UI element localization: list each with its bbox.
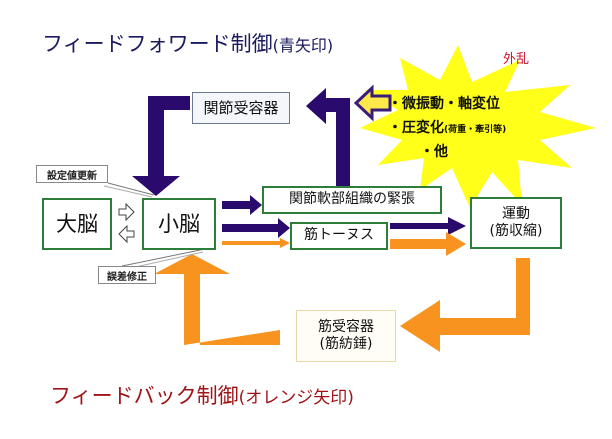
- callout-line-setpoint-shadow: [103, 185, 153, 198]
- callout-line-setpoint: [107, 182, 155, 196]
- feedforward-title: フィードフォワード制御(青矢印): [42, 28, 333, 58]
- disturbance-item-2-main: ・圧変化: [388, 120, 444, 136]
- callout-line-error: [121, 248, 206, 267]
- feedback-title-sub: (オレンジ矢印): [238, 388, 354, 408]
- setpoint-update-callout: 設定値更新: [36, 165, 108, 183]
- ff-arrow-tissue-to-receptor: [306, 88, 350, 186]
- cerebellum-box: 小脳: [142, 198, 216, 250]
- movement-box: 運動 (筋収縮): [470, 197, 562, 249]
- ff-arrow-tone-to-movement: [390, 217, 466, 235]
- disturbance-burst: [360, 45, 596, 208]
- feedback-title-main: フィードバック制御: [50, 384, 239, 408]
- movement-label: 運動: [502, 205, 530, 222]
- disturbance-label: 外乱: [503, 52, 530, 67]
- muscle-receptor-sublabel: (筋紡錘): [319, 336, 373, 352]
- ff-arrow-cerebellum-to-tissue: [222, 195, 262, 215]
- error-correction-callout: 誤差修正: [98, 266, 156, 284]
- disturbance-item-3: ・他: [420, 144, 448, 160]
- muscle-receptor-box: 筋受容器 (筋紡錘): [296, 310, 396, 362]
- disturbance-arrow: [353, 84, 392, 122]
- hollow-arrow-left: [118, 224, 135, 244]
- disturbance-item-1: ・微振動・軸変位: [388, 96, 500, 112]
- cerebrum-box: 大脳: [42, 198, 112, 250]
- feedforward-title-sub: (青矢印): [272, 36, 334, 55]
- hollow-arrow-right: [118, 202, 135, 222]
- fb-arrow-tone-to-movement: [390, 232, 466, 256]
- joint-receptor-box: 関節受容器: [192, 92, 290, 124]
- ff-arrow-receptor-to-cerebellum: [132, 96, 190, 196]
- ff-arrow-cerebellum-to-tone: [222, 218, 290, 238]
- fb-arrow-receptor-to-cerebellum: [154, 254, 280, 345]
- feedforward-title-main: フィードフォワード制御: [42, 32, 273, 56]
- fb-arrow-cerebellum-to-tone: [222, 238, 290, 248]
- muscle-tone-box: 筋トーヌス: [290, 222, 388, 250]
- joint-tissue-tension-box: 関節軟部組織の緊張: [262, 186, 442, 214]
- fb-arrow-movement-to-receptor: [400, 258, 530, 352]
- muscle-receptor-label: 筋受容器: [318, 318, 374, 335]
- movement-sublabel: (筋収縮): [489, 223, 543, 239]
- feedback-title: フィードバック制御(オレンジ矢印): [50, 380, 354, 410]
- disturbance-item-2-note: (荷重・牽引等): [444, 125, 507, 135]
- disturbance-item-2: ・圧変化(荷重・牽引等): [388, 117, 506, 137]
